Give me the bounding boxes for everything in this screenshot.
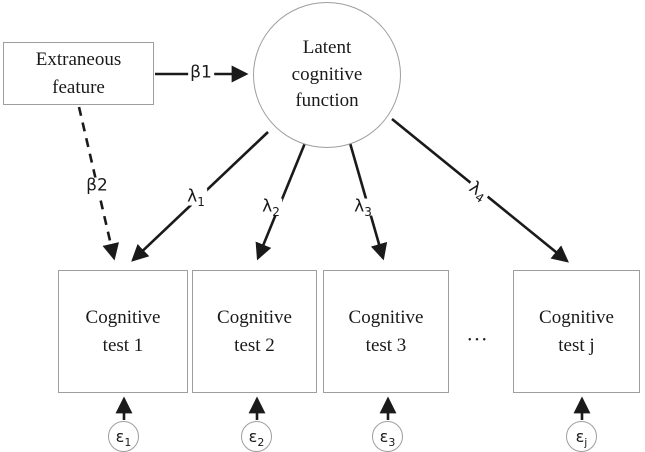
cognitive-test-3-label: Cognitive test 3 — [348, 306, 424, 356]
epsilon1-label: ε1 — [115, 426, 132, 449]
lambda1-label: λ1 — [185, 186, 207, 209]
latent-cognitive-function-circle: Latent cognitive function — [253, 2, 401, 148]
extraneous-feature-box: Extraneous feature — [3, 42, 154, 105]
epsilonj-circle: εj — [566, 421, 597, 452]
cognitive-test-3-box: Cognitive test 3 — [323, 270, 449, 393]
cognitive-test-2-box: Cognitive test 2 — [192, 270, 317, 393]
extraneous-feature-label: Extraneous feature — [35, 48, 122, 98]
cognitive-test-j-box: Cognitive test j — [513, 270, 640, 393]
beta2-dashed-arrow — [77, 106, 119, 261]
epsilon1-circle: ε1 — [108, 421, 139, 452]
tests-ellipsis: ... — [467, 321, 489, 346]
epsilon3-circle: ε3 — [372, 421, 403, 452]
lambda2-label: λ2 — [260, 196, 282, 219]
beta1-label: β1 — [188, 62, 214, 83]
epsilon3-label: ε3 — [379, 426, 396, 449]
beta2-label: β2 — [84, 175, 110, 196]
epsilonj-label: εj — [575, 426, 588, 449]
cognitive-test-1-label: Cognitive test 1 — [85, 306, 161, 356]
cognitive-test-1-box: Cognitive test 1 — [58, 270, 188, 393]
epsilon2-circle: ε2 — [241, 421, 272, 452]
cognitive-test-2-label: Cognitive test 2 — [217, 306, 292, 356]
cognitive-test-j-label: Cognitive test j — [539, 306, 614, 356]
latent-cognitive-function-label: Latent cognitive function — [291, 36, 363, 112]
epsilon2-label: ε2 — [248, 426, 265, 449]
lambda3-label: λ3 — [352, 196, 374, 219]
